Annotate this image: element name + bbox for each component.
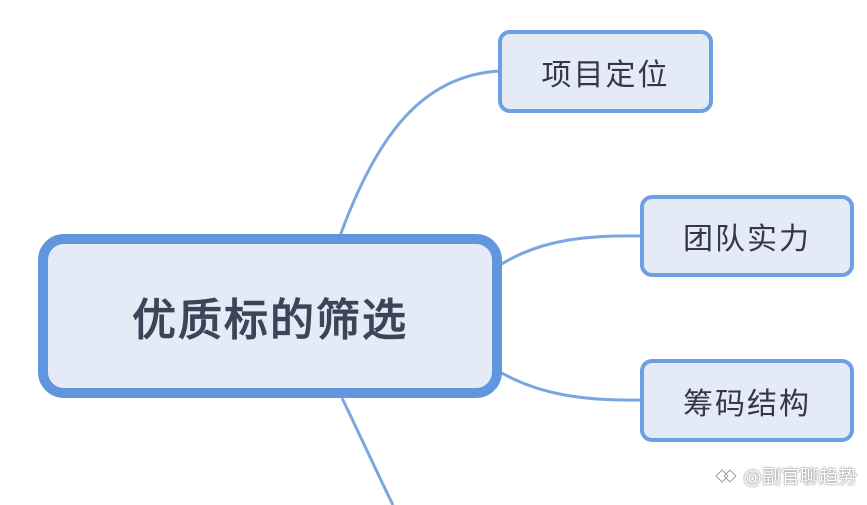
connector-to-branch-1: [338, 69, 501, 237]
branch-node-3-label: 筹码结构: [683, 386, 811, 422]
branch-node-2-label: 团队实力: [683, 222, 811, 257]
root-node: 优质标的筛选: [38, 234, 502, 398]
connector-to-branch-3: [499, 370, 643, 402]
root-node-label: 优质标的筛选: [132, 295, 408, 346]
watermark-text: @副官聊趋势: [742, 466, 857, 488]
logo-icon: [714, 467, 738, 484]
watermark: @副官聊趋势: [713, 462, 857, 489]
branch-node-1: 项目定位: [498, 30, 713, 113]
branch-node-3: 筹码结构: [640, 359, 854, 442]
branch-node-1-label: 项目定位: [541, 57, 670, 93]
branch-node-2: 团队实力: [640, 195, 854, 277]
connector-to-branch-2: [499, 234, 643, 267]
connector-to-offscreen-branch: [340, 397, 395, 505]
